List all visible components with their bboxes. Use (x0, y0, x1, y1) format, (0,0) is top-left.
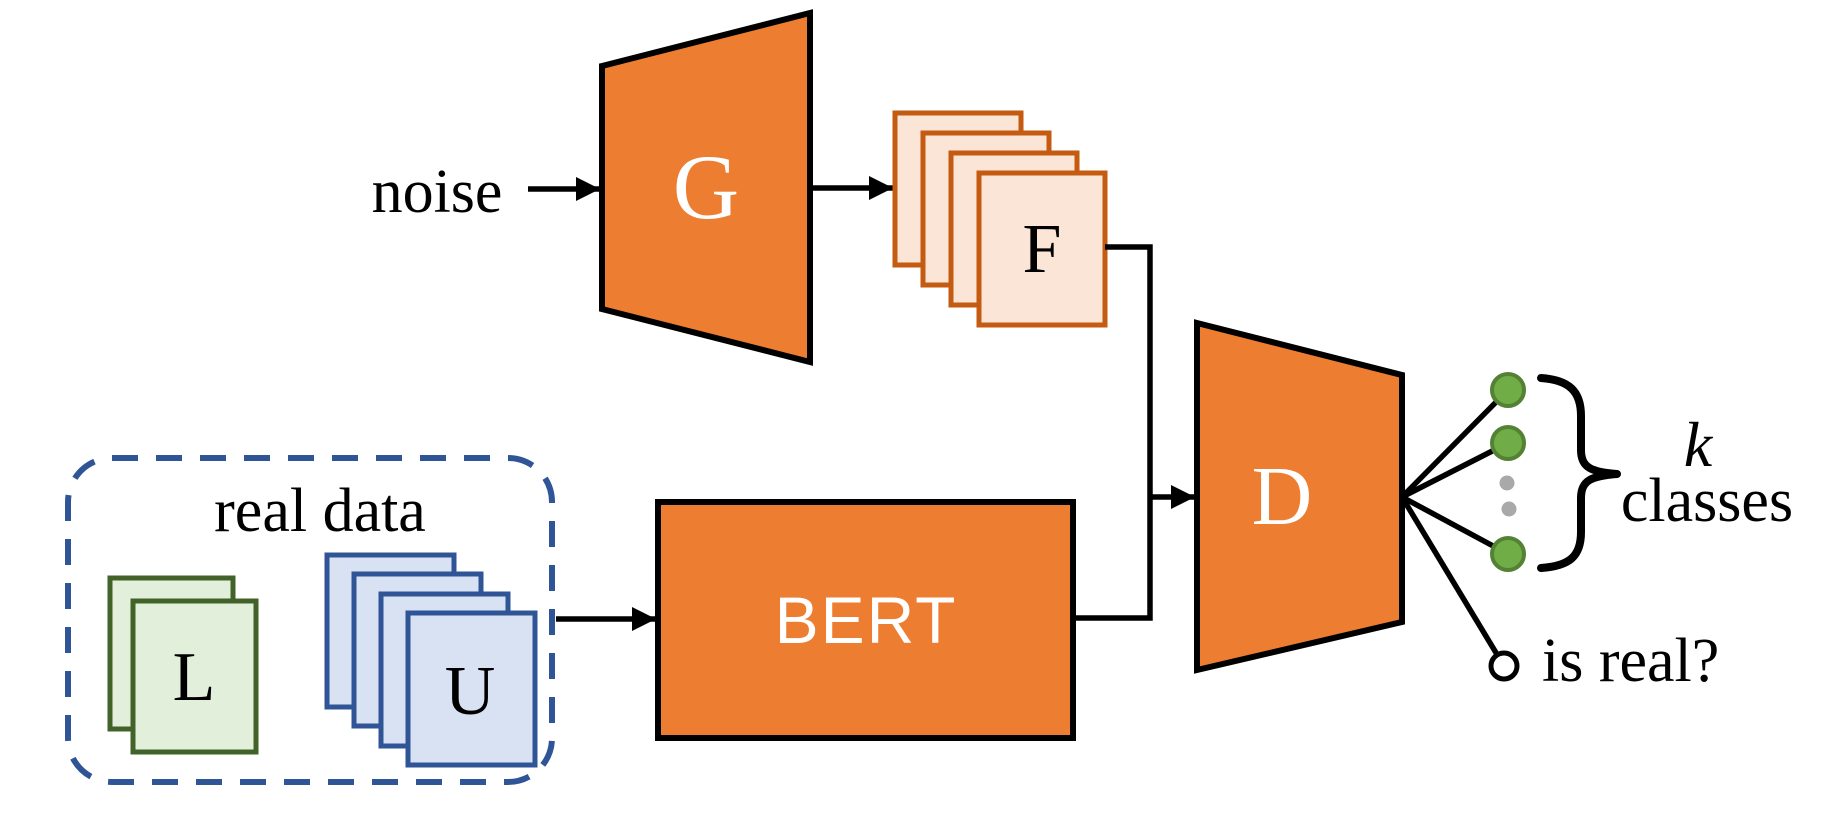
is-real-label: is real? (1542, 627, 1719, 695)
unlabeled-docs-label: U (445, 653, 496, 730)
ellipsis-dot (1501, 501, 1517, 517)
generator-label: G (673, 136, 739, 238)
discriminator-trapezoid (1194, 319, 1405, 674)
labeled-docs-front-card (130, 598, 259, 755)
discriminator-label: D (1252, 450, 1313, 543)
fake-docs-front-card (976, 170, 1108, 328)
ellipsis-dot (1499, 475, 1515, 491)
fake-docs-label: F (1023, 211, 1062, 288)
classes-label: classes (1621, 467, 1793, 535)
bert-box (655, 499, 1076, 741)
class-node (1490, 425, 1526, 461)
bert-label: BERT (775, 583, 958, 657)
real-data-dashed-box (65, 455, 555, 785)
class-node (1490, 372, 1526, 408)
class-node (1490, 536, 1526, 572)
output-line-is-real (1399, 495, 1507, 668)
output-line-class-2 (1400, 440, 1510, 500)
unlabeled-docs-front-card (405, 610, 538, 768)
k-classes-brace (1537, 374, 1621, 572)
fake-and-bert-to-discriminator-connector (1073, 244, 1153, 621)
generator-trapezoid (599, 9, 813, 366)
output-line-class-1 (1400, 388, 1510, 499)
k-label: k (1684, 409, 1714, 480)
noise-label: noise (372, 158, 503, 226)
labeled-docs-label: L (173, 639, 216, 716)
real-data-label: real data (214, 477, 426, 545)
is-real-node (1488, 650, 1520, 682)
output-line-class-3 (1400, 494, 1510, 557)
